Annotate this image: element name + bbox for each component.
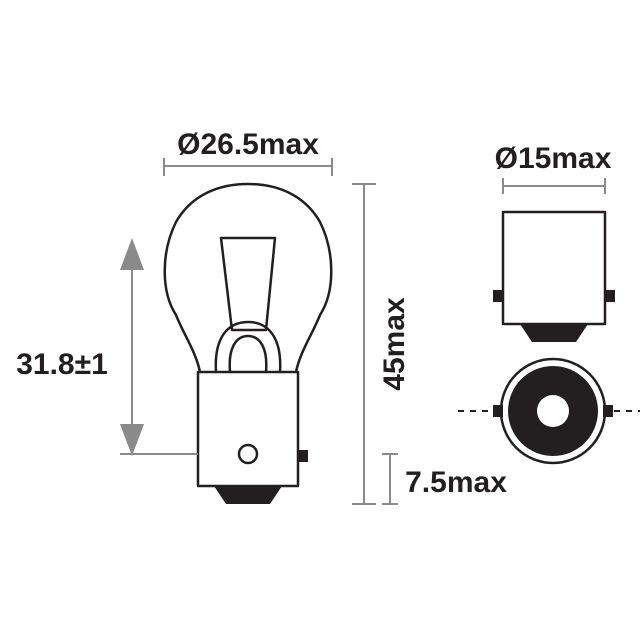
dimension-bulb-diameter: Ø26.5max — [163, 128, 333, 176]
cap-side-view — [493, 210, 615, 342]
end-pin-right — [603, 405, 613, 417]
filament-support — [214, 320, 282, 374]
bayonet-pin — [298, 450, 308, 462]
cap-pin-left — [493, 290, 503, 302]
glass-envelope — [163, 182, 333, 374]
arrow-up-icon — [120, 238, 144, 270]
dimension-pin-offset: 7.5max — [382, 453, 507, 505]
bulb-side-view — [163, 182, 333, 504]
arrow-down-icon — [120, 424, 144, 456]
cap-body — [501, 210, 607, 326]
dimension-overall-length: 45max — [352, 183, 411, 505]
bulb-diameter-label: Ø26.5max — [177, 128, 319, 161]
filament — [219, 236, 277, 332]
cap-center-hole — [537, 395, 569, 427]
cap-diameter-label: Ø15max — [495, 142, 612, 175]
pin-offset-label: 7.5max — [405, 466, 507, 499]
dimension-light-center: 31.8±1 — [16, 238, 198, 456]
cap-hole — [237, 443, 259, 465]
dimension-cap-diameter: Ø15max — [495, 142, 612, 194]
cap-pin-right — [605, 290, 615, 302]
light-center-label: 31.8±1 — [16, 348, 108, 381]
overall-length-label: 45max — [378, 297, 411, 391]
bulb-cap — [196, 370, 300, 488]
end-pin-left — [493, 405, 503, 417]
contact-foot — [214, 486, 282, 504]
cap-contact-foot — [520, 324, 588, 342]
filament-support-inner — [228, 334, 268, 374]
cap-end-view — [458, 357, 640, 465]
